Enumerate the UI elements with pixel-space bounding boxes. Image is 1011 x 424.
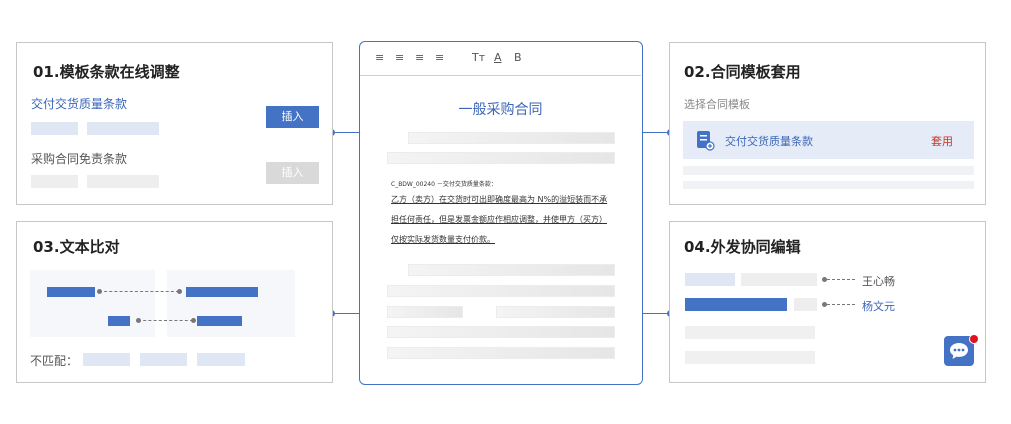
text-placeholder	[387, 306, 463, 318]
edit-bar	[794, 298, 817, 311]
edit-bar	[685, 351, 815, 364]
align-justify-icon[interactable]: ≡	[435, 51, 445, 64]
align-center-icon[interactable]: ≡	[395, 51, 405, 64]
mismatch-bar	[197, 353, 245, 366]
insert-button-disabled[interactable]: 插入	[266, 162, 319, 184]
panel-title: 02.合同模板套用	[684, 63, 801, 81]
panel-template-apply: 02.合同模板套用 选择合同模板 交付交货质量条款 套用	[669, 42, 986, 205]
panel-title: 03.文本比对	[33, 238, 120, 256]
template-item[interactable]: 交付交货质量条款 套用	[683, 121, 974, 159]
panel-text-compare: 03.文本比对 不匹配：	[16, 221, 333, 383]
text-placeholder	[387, 347, 615, 359]
user-dot	[822, 277, 827, 282]
placeholder-bar	[31, 175, 78, 188]
select-template-label: 选择合同模板	[684, 98, 750, 111]
font-color-icon[interactable]: A	[494, 51, 502, 64]
apply-button[interactable]: 套用	[931, 135, 953, 148]
text-placeholder	[408, 264, 615, 276]
panel-collab-edit: 04.外发协同编辑 王心畅 杨文元	[669, 221, 986, 383]
edit-bar	[685, 273, 735, 286]
clause-reference: C_BDW_00240 －交付交货质量条款：	[391, 181, 497, 188]
text-placeholder	[387, 326, 615, 338]
clause-link[interactable]: 交付交货质量条款	[31, 97, 128, 111]
notification-badge	[969, 334, 979, 344]
user-dot	[822, 302, 827, 307]
text-placeholder	[496, 306, 615, 318]
panel-template-adjust: 01.模板条款在线调整 交付交货质量条款 插入 采购合同免责条款 插入	[16, 42, 333, 205]
chat-button[interactable]	[944, 336, 974, 366]
clause-line[interactable]: 仅按实际发货数量支付价款。	[391, 235, 495, 244]
mismatch-bar	[140, 353, 187, 366]
compare-block	[47, 287, 95, 297]
panel-title: 01.模板条款在线调整	[33, 63, 180, 81]
document-title: 一般采购合同	[458, 102, 543, 118]
text-placeholder	[408, 132, 615, 144]
document-icon	[697, 131, 715, 151]
mismatch-bar	[83, 353, 130, 366]
placeholder-bar	[87, 175, 159, 188]
user-link	[827, 279, 855, 280]
compare-dot	[177, 289, 182, 294]
compare-block	[186, 287, 258, 297]
compare-link	[138, 320, 193, 321]
compare-left-area	[30, 270, 155, 337]
editor-toolbar: ≡ ≡ ≡ ≡ Tт A B	[360, 42, 641, 76]
edit-bar	[685, 326, 815, 339]
clause-label: 采购合同免责条款	[31, 152, 128, 166]
clause-line[interactable]: 担任何责任，但是发票金额应作相应调整，并使甲方（买方）	[391, 215, 607, 224]
panel-title: 04.外发协同编辑	[684, 238, 801, 256]
connector-right-top	[634, 132, 670, 133]
compare-block	[108, 316, 130, 326]
user-name: 王心畅	[862, 275, 895, 288]
bold-icon[interactable]: B	[514, 51, 522, 64]
compare-dot	[191, 318, 196, 323]
edit-bar-active	[685, 298, 787, 311]
mismatch-label: 不匹配：	[30, 354, 79, 368]
text-placeholder	[387, 152, 615, 164]
insert-button[interactable]: 插入	[266, 106, 319, 128]
edit-bar	[741, 273, 817, 286]
compare-right-area	[167, 270, 295, 337]
font-size-icon[interactable]: Tт	[472, 51, 486, 64]
clause-line[interactable]: 乙方（卖方）在交货时可出即确度最高为 N%的溢短装而不承	[391, 195, 608, 204]
compare-dot	[97, 289, 102, 294]
compare-link	[99, 291, 179, 292]
placeholder-bar	[683, 166, 974, 175]
placeholder-bar	[87, 122, 159, 135]
align-left-icon[interactable]: ≡	[375, 51, 385, 64]
align-right-icon[interactable]: ≡	[415, 51, 425, 64]
placeholder-bar	[31, 122, 78, 135]
text-placeholder	[387, 285, 615, 297]
connector-right-bottom	[634, 313, 670, 314]
compare-dot	[136, 318, 141, 323]
user-name-active: 杨文元	[862, 300, 895, 313]
compare-block	[197, 316, 242, 326]
user-link	[827, 304, 855, 305]
chat-icon	[950, 343, 968, 359]
connector-left-bottom	[332, 313, 370, 314]
template-item-label: 交付交货质量条款	[725, 135, 813, 148]
contract-document: ≡ ≡ ≡ ≡ Tт A B 一般采购合同 C_BDW_00240 －交付交货质…	[359, 41, 643, 385]
placeholder-bar	[683, 181, 974, 189]
connector-left-top	[332, 132, 370, 133]
